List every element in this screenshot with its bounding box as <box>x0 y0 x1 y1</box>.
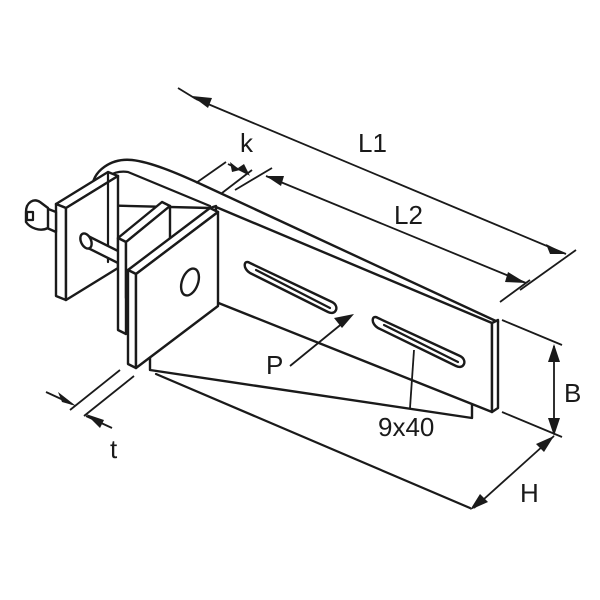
dimension-l2 <box>234 167 531 303</box>
label-h: H <box>520 478 539 508</box>
round-hole <box>179 267 201 297</box>
leader-p <box>289 314 354 367</box>
label-t: t <box>110 434 118 464</box>
dimension-l1 <box>177 87 577 291</box>
label-l1: L1 <box>358 128 387 158</box>
label-slot-size: 9x40 <box>378 412 435 442</box>
dimension-k <box>195 161 253 194</box>
dimension-t <box>45 369 135 429</box>
dimension-b <box>501 319 563 438</box>
dimension-h <box>470 435 555 510</box>
leader-slot <box>409 349 415 409</box>
bottom-edge <box>154 372 472 510</box>
slots <box>243 260 466 369</box>
label-b: B <box>564 378 582 408</box>
label-p: P <box>266 350 284 380</box>
label-k: k <box>240 128 253 158</box>
front-plate <box>126 206 220 370</box>
label-l2: L2 <box>394 200 423 230</box>
